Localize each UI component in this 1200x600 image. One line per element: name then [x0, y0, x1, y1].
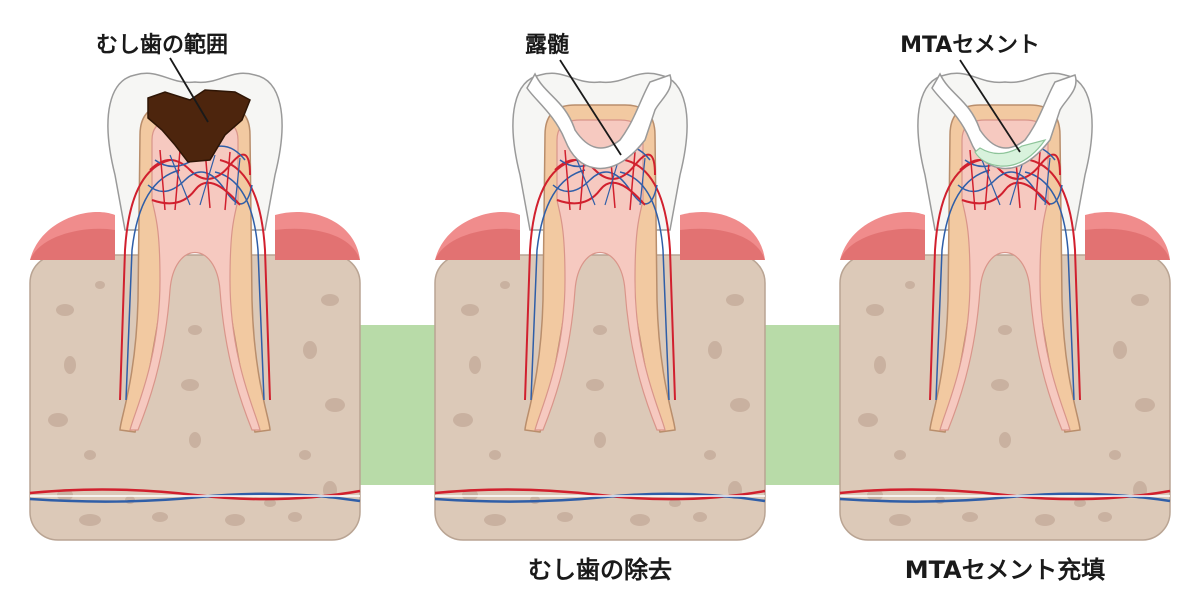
label-caries-range: むし歯の範囲 [96, 32, 228, 58]
excavated-cavity [526, 72, 672, 170]
panel-caries-range: むし歯の範囲 [28, 32, 362, 542]
label-mta-cement: MTAセメント [900, 33, 1040, 58]
panel-mta-filling: MTAセメント MTAセメント充填 [838, 33, 1172, 584]
connector-band-2 [760, 325, 850, 485]
leader-line [169, 57, 209, 123]
label-pulp-exposure: 露髄 [525, 32, 569, 58]
caption-mta-filling: MTAセメント充填 [905, 556, 1106, 584]
caries-area [147, 89, 251, 163]
connector-band-1 [355, 325, 445, 485]
jawbone-block [838, 253, 1172, 542]
leader-line [959, 59, 1021, 153]
jawbone-block [433, 253, 767, 542]
leader-line [559, 59, 622, 156]
caption-caries-removal: むし歯の除去 [528, 556, 672, 584]
mta-cement-layer [974, 139, 1047, 167]
panel-pulp-exposure: 露髄 むし歯の除去 [433, 32, 767, 584]
jawbone-block [28, 253, 362, 542]
